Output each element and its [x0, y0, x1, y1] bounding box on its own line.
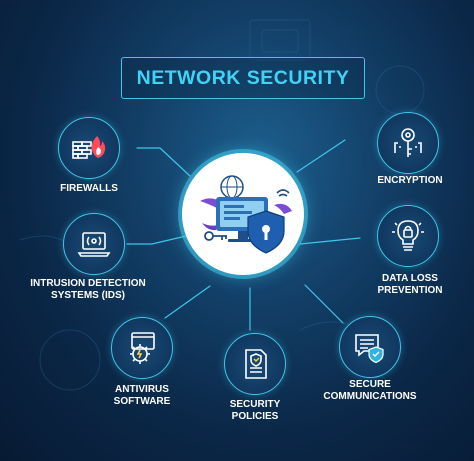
- encryption-label: ENCRYPTION: [377, 175, 443, 186]
- dlp-node: [377, 205, 439, 267]
- document-shield-icon: [245, 349, 267, 379]
- central-hub: [182, 153, 304, 275]
- laptop-alert-icon: [77, 232, 111, 257]
- lightbulb-lock-icon: [392, 220, 424, 251]
- chat-check-icon: [355, 334, 384, 364]
- gear-shield-icon: [130, 332, 155, 364]
- firewalls-node: [58, 117, 120, 179]
- antivirus-node: [111, 317, 173, 379]
- connector-firewalls: [136, 147, 191, 177]
- antivirus-label: ANTIVIRUS SOFTWARE: [113, 384, 171, 407]
- firewall-icon: [72, 136, 106, 159]
- policies-label: SECURITY POLICIES: [229, 399, 281, 422]
- ids-label: INTRUSION DETECTION SYSTEMS (IDS): [30, 278, 146, 301]
- policies-node: [224, 333, 286, 395]
- connector-ids: [126, 235, 187, 245]
- title-box: NETWORK SECURITY: [121, 57, 365, 99]
- computer-shield-icon: [200, 175, 292, 254]
- secure-comms-label: SECURE COMMUNICATIONS: [323, 379, 417, 402]
- connector-dlp: [299, 237, 361, 245]
- diagram-title: NETWORK SECURITY: [136, 66, 350, 89]
- connector-encryption: [296, 139, 346, 173]
- firewalls-label: FIREWALLS: [60, 183, 118, 194]
- secure-comms-node: [339, 316, 401, 378]
- connector-antivirus: [164, 285, 211, 319]
- key-icon: [394, 128, 422, 157]
- dlp-label: DATA LOSS PREVENTION: [377, 273, 443, 296]
- ids-node: [63, 213, 125, 275]
- connector-comms: [304, 284, 344, 324]
- encryption-node: [377, 112, 439, 174]
